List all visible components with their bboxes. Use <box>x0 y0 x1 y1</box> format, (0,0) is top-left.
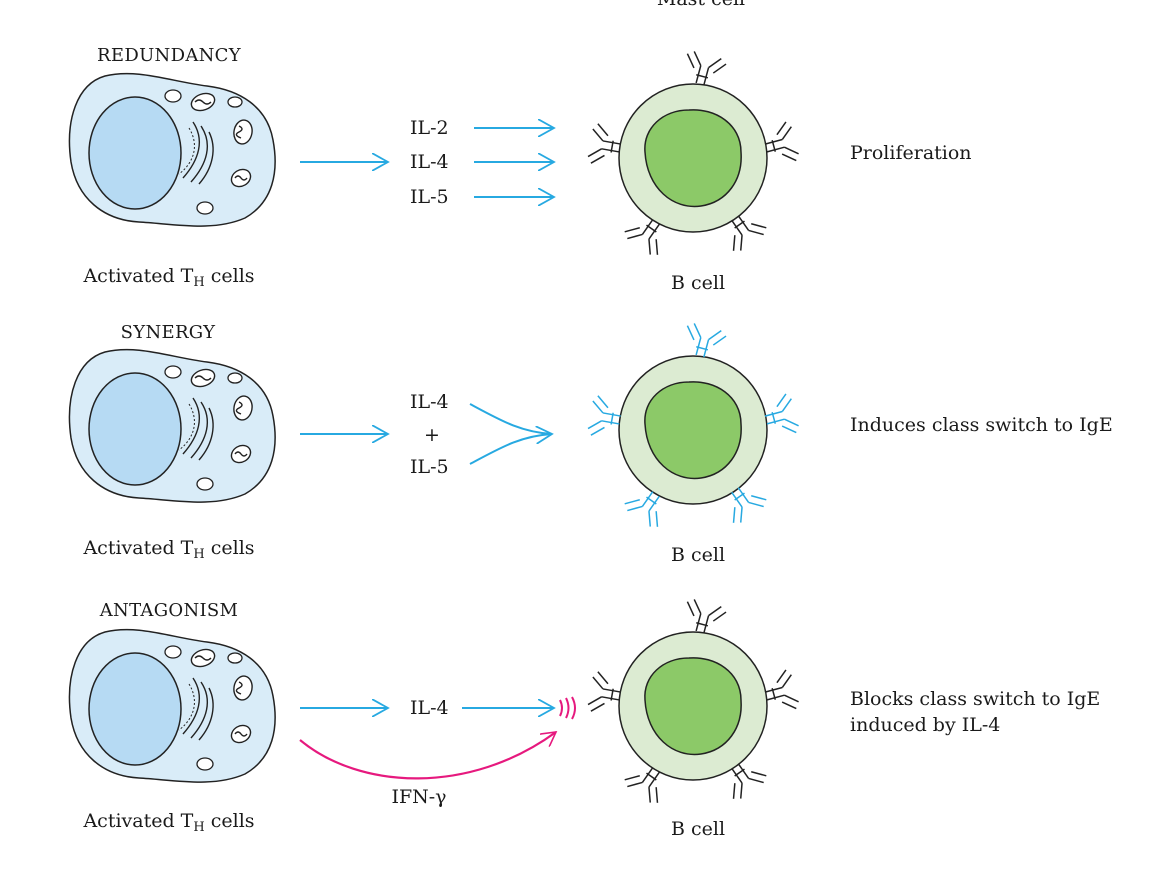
section-title-redundancy: REDUNDANCY <box>97 45 241 66</box>
b-cell-redundancy <box>586 49 801 259</box>
cytokine-label: IL-4 <box>410 151 449 173</box>
section-title-synergy: SYNERGY <box>120 322 216 343</box>
activated-th-cell-synergy <box>68 348 276 503</box>
b-cell-antagonism <box>586 597 801 807</box>
b-cell-label-antagonism: B cell <box>670 818 726 840</box>
synergy-il5-curve <box>469 434 552 465</box>
b-cell-synergy <box>586 321 801 531</box>
cytokine-label: IL-5 <box>410 456 449 478</box>
plus-sign: + <box>424 424 440 446</box>
cytokine-label: IL-2 <box>410 117 449 139</box>
mast-cell-header: Mast cell <box>657 0 745 10</box>
activated-th-cell-antagonism <box>68 628 276 783</box>
result-antagonism-line2: induced by IL-4 <box>850 714 1001 736</box>
result-redundancy: Proliferation <box>850 142 972 164</box>
cytokine-label: IL-4 <box>410 697 449 719</box>
cytokine-label: IL-5 <box>410 186 449 208</box>
th-label-redundancy: Activated TH cells <box>83 265 255 290</box>
th-label-antagonism: Activated TH cells <box>83 810 255 835</box>
ifn-gamma-label: IFN-γ <box>391 786 447 808</box>
result-synergy: Induces class switch to IgE <box>850 414 1113 436</box>
result-antagonism-line1: Blocks class switch to IgE <box>850 688 1101 710</box>
b-cell-label-redundancy: B cell <box>670 272 726 294</box>
ifn-gamma-arrow <box>299 732 556 780</box>
synergy-il4-curve <box>469 403 553 435</box>
section-title-antagonism: ANTAGONISM <box>99 600 239 621</box>
activated-th-cell-redundancy <box>68 72 276 227</box>
cytokine-label: IL-4 <box>410 391 449 413</box>
inhibition-marks <box>559 696 576 720</box>
th-label-synergy: Activated TH cells <box>83 537 255 562</box>
b-cell-label-synergy: B cell <box>670 544 726 566</box>
